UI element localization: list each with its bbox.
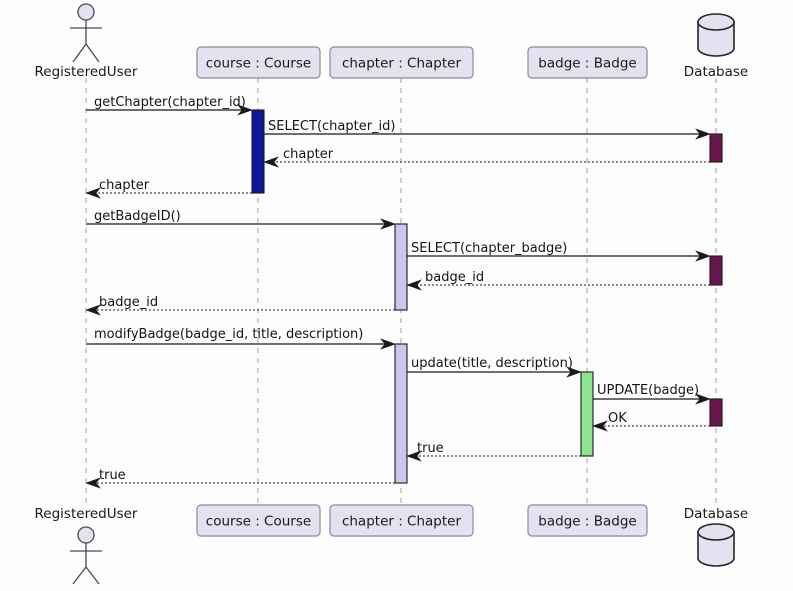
participant-headers-bottom: RegisteredUser course : Course chapter :…	[35, 504, 748, 585]
message-true-chapter-user[interactable]: true	[85, 468, 395, 489]
database-cylinder-body-bottom-icon	[697, 531, 735, 567]
participant-label-chapter-top: chapter : Chapter	[342, 56, 462, 72]
message-label-getbadgeid: getBadgeID()	[94, 209, 181, 224]
participant-box-badge-bottom[interactable]	[527, 504, 648, 537]
message-label-ok: OK	[608, 411, 627, 426]
database-cylinder-top-bottom-icon	[697, 523, 735, 541]
message-label-getchapter: getChapter(chapter_id)	[94, 95, 246, 110]
message-modifybadge[interactable]: modifyBadge(badge_id, title, description…	[86, 327, 396, 350]
message-return-badgeid-user[interactable]: badge_id	[85, 295, 395, 316]
actor-registereduser-top[interactable]: RegisteredUser	[35, 3, 138, 80]
participant-box-course-top[interactable]	[196, 46, 321, 79]
participant-label-chapter-bottom: chapter : Chapter	[342, 514, 462, 530]
message-return-chapter-user[interactable]: chapter	[85, 178, 252, 199]
actor-label-registereduser-bottom: RegisteredUser	[35, 506, 138, 522]
participant-label-course-bottom: course : Course	[206, 514, 311, 530]
arrowhead-modifybadge	[380, 338, 396, 350]
participant-box-course-bottom[interactable]	[196, 504, 321, 537]
actor-leg-left-bottom-icon	[72, 566, 87, 585]
message-label-modifybadge: modifyBadge(badge_id, title, description…	[94, 327, 363, 342]
participant-box-chapter-bottom[interactable]	[329, 504, 474, 537]
activation-bar-database-2	[709, 255, 723, 286]
arrowhead-return-chapter-user	[85, 187, 101, 199]
participant-course-bottom[interactable]: course : Course	[196, 504, 321, 537]
database-label-bottom: Database	[684, 506, 748, 522]
activation-bar-database-3	[709, 398, 723, 427]
arrowhead-select-chapter-badge	[695, 250, 711, 262]
participant-badge-bottom[interactable]: badge : Badge	[527, 504, 648, 537]
message-return-badgeid-db[interactable]: badge_id	[406, 270, 710, 291]
participant-label-badge-top: badge : Badge	[538, 56, 636, 72]
arrowhead-update-badge	[566, 366, 582, 378]
database-label-top: Database	[684, 64, 748, 80]
activation-bar-database-1	[709, 133, 723, 163]
arrowhead-true-badge-chapter	[406, 450, 422, 462]
participant-chapter-bottom[interactable]: chapter : Chapter	[329, 504, 474, 537]
arrowhead-return-chapter-db	[263, 156, 279, 168]
message-label-return-chapter-db: chapter	[283, 147, 334, 162]
arrowhead-return-badgeid-db	[406, 279, 422, 291]
message-label-return-chapter-user: chapter	[99, 178, 150, 193]
activation-bar-course-1	[251, 109, 265, 194]
arrowhead-getchapter	[237, 104, 253, 116]
database-cylinder-body-icon	[697, 21, 735, 57]
message-getchapter[interactable]: getChapter(chapter_id)	[86, 95, 253, 116]
message-label-true-chapter-user: true	[99, 468, 126, 483]
arrowhead-select-chapter-id	[695, 128, 711, 140]
message-sql-update-badge[interactable]: UPDATE(badge)	[593, 383, 711, 405]
message-label-return-badgeid-db: badge_id	[425, 270, 484, 285]
database-cylinder-top-icon	[697, 13, 735, 31]
participant-course-top[interactable]: course : Course	[196, 46, 321, 79]
message-label-update-badge: update(title, description)	[411, 356, 573, 371]
participant-box-chapter-top[interactable]	[329, 46, 474, 79]
message-update-badge[interactable]: update(title, description)	[407, 356, 582, 378]
message-select-chapter-id[interactable]: SELECT(chapter_id)	[264, 119, 711, 140]
message-ok[interactable]: OK	[592, 411, 710, 432]
participant-chapter-top[interactable]: chapter : Chapter	[329, 46, 474, 79]
message-return-chapter-db[interactable]: chapter	[263, 147, 710, 168]
actor-head-icon	[77, 3, 95, 21]
activation-bar-chapter-1	[394, 223, 408, 311]
activation-bar-chapter-2	[394, 343, 408, 484]
message-select-chapter-badge[interactable]: SELECT(chapter_badge)	[407, 241, 711, 262]
activation-bar-badge-1	[580, 371, 594, 457]
message-true-badge-chapter[interactable]: true	[406, 441, 581, 462]
participant-headers-top: RegisteredUser course : Course chapter :…	[35, 3, 748, 80]
activation-bars-group	[251, 109, 723, 484]
arrowhead-return-badgeid-user	[85, 304, 101, 316]
message-label-sql-update-badge: UPDATE(badge)	[597, 383, 699, 398]
message-label-select-chapter-id: SELECT(chapter_id)	[268, 119, 396, 134]
message-label-select-chapter-badge: SELECT(chapter_badge)	[411, 241, 567, 256]
participant-box-badge-top[interactable]	[527, 46, 648, 79]
arrowhead-getbadgeid	[380, 218, 396, 230]
actor-head-bottom-icon	[77, 526, 95, 544]
messages-group: getChapter(chapter_id) SELECT(chapter_id…	[85, 95, 711, 489]
database-icon-top[interactable]: Database	[684, 13, 748, 80]
actor-leg-right-bottom-icon	[85, 566, 100, 585]
actor-leg-left-icon	[72, 43, 87, 63]
message-getbadgeid[interactable]: getBadgeID()	[86, 209, 396, 230]
participant-label-course-top: course : Course	[206, 56, 311, 72]
message-label-true-badge-chapter: true	[417, 441, 444, 456]
database-icon-bottom[interactable]: Database	[684, 506, 748, 567]
actor-label-registereduser-top: RegisteredUser	[35, 64, 138, 80]
actor-leg-right-icon	[85, 43, 100, 63]
actor-registereduser-bottom[interactable]: RegisteredUser	[35, 506, 138, 585]
participant-badge-top[interactable]: badge : Badge	[527, 46, 648, 79]
message-label-return-badgeid-user: badge_id	[99, 295, 158, 310]
participant-label-badge-bottom: badge : Badge	[538, 514, 636, 530]
arrowhead-true-chapter-user	[85, 477, 101, 489]
arrowhead-ok	[592, 420, 608, 432]
arrowhead-sql-update-badge	[695, 393, 711, 405]
